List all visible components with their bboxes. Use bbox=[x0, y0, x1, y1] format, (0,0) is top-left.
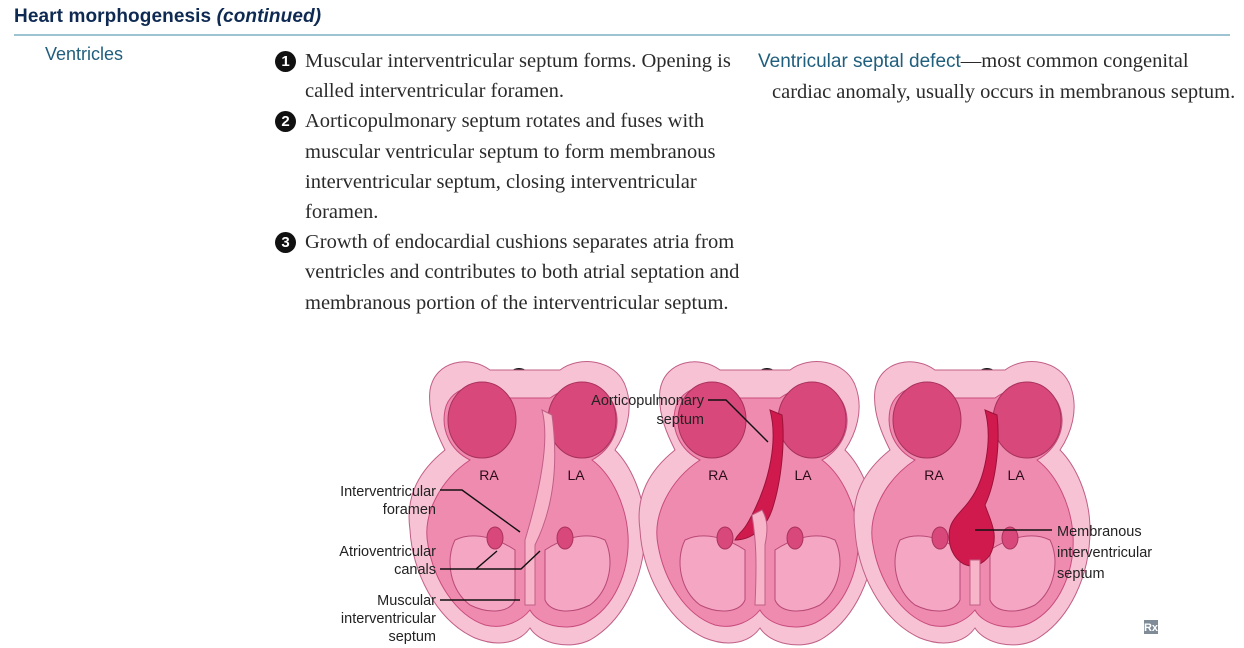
clinical-note: Ventricular septal defect—most common co… bbox=[758, 46, 1242, 107]
step-item: 3 Growth of endocardial cushions separat… bbox=[273, 227, 753, 318]
step-text: Muscular interventricular septum forms. … bbox=[305, 50, 731, 103]
chamber-label-ra: RA bbox=[708, 467, 728, 483]
label-aorticopulmonary-septum-line2: septum bbox=[656, 412, 704, 428]
chamber-label-ra: RA bbox=[479, 467, 499, 483]
label-atrioventricular-canals-line1: Atrioventricular bbox=[339, 544, 436, 560]
title-main: Heart morphogenesis bbox=[14, 6, 212, 27]
step-number-1: 1 bbox=[275, 51, 296, 72]
diagram-panel-3: 3 RA LA Membranous interventricular sept… bbox=[853, 361, 1152, 646]
heart-stage-2 bbox=[638, 361, 876, 646]
rx-logo: Rx bbox=[1144, 620, 1159, 634]
label-muscular-septum-line2: interventricular bbox=[341, 611, 436, 627]
leader-line bbox=[708, 399, 769, 443]
leader-line bbox=[476, 550, 541, 570]
label-aorticopulmonary-septum-line1: Aorticopulmonary bbox=[591, 393, 705, 409]
clinical-text: —most common congenital cardiac anomaly,… bbox=[772, 50, 1236, 104]
step-item: 1 Muscular interventricular septum forms… bbox=[273, 46, 753, 106]
step-text: Aorticopulmonary septum rotates and fuse… bbox=[305, 110, 716, 224]
label-membranous-septum-line2: interventricular bbox=[1057, 545, 1152, 561]
leader-line bbox=[440, 489, 521, 533]
label-muscular-septum-line3: septum bbox=[388, 629, 436, 645]
chamber-label-la: LA bbox=[794, 467, 812, 483]
label-interventricular-foramen-line2: foramen bbox=[383, 502, 436, 518]
header-divider bbox=[14, 34, 1230, 36]
step-item: 2 Aorticopulmonary septum rotates and fu… bbox=[273, 106, 753, 227]
page-title: Heart morphogenesis (continued) bbox=[14, 6, 321, 28]
step-number-2: 2 bbox=[275, 111, 296, 133]
heart-stage-3 bbox=[853, 361, 1091, 646]
step-text: Growth of endocardial cushions separates… bbox=[305, 231, 740, 314]
step-list: 1 Muscular interventricular septum forms… bbox=[273, 46, 753, 318]
heart-stage-1 bbox=[408, 361, 646, 646]
chamber-label-la: LA bbox=[567, 467, 585, 483]
rx-logo-text: Rx bbox=[1144, 622, 1159, 634]
step-number-3: 3 bbox=[275, 232, 296, 254]
title-suffix: (continued) bbox=[216, 6, 322, 27]
label-muscular-septum-line1: Muscular bbox=[377, 593, 436, 609]
label-membranous-septum-line1: Membranous bbox=[1057, 524, 1142, 540]
section-label: Ventricles bbox=[45, 44, 124, 64]
clinical-term: Ventricular septal defect bbox=[758, 51, 961, 72]
label-atrioventricular-canals-line2: canals bbox=[394, 562, 436, 578]
diagram-panel-1: 1 RA LA Interventricular foramen Atriove… bbox=[339, 361, 646, 646]
diagram-panel-2: 2 RA LA Aorticopulmonary septum bbox=[591, 361, 876, 646]
label-interventricular-foramen-line1: Interventricular bbox=[340, 484, 436, 500]
chamber-label-ra: RA bbox=[924, 467, 944, 483]
chamber-label-la: LA bbox=[1007, 467, 1025, 483]
label-membranous-septum-line3: septum bbox=[1057, 566, 1105, 582]
